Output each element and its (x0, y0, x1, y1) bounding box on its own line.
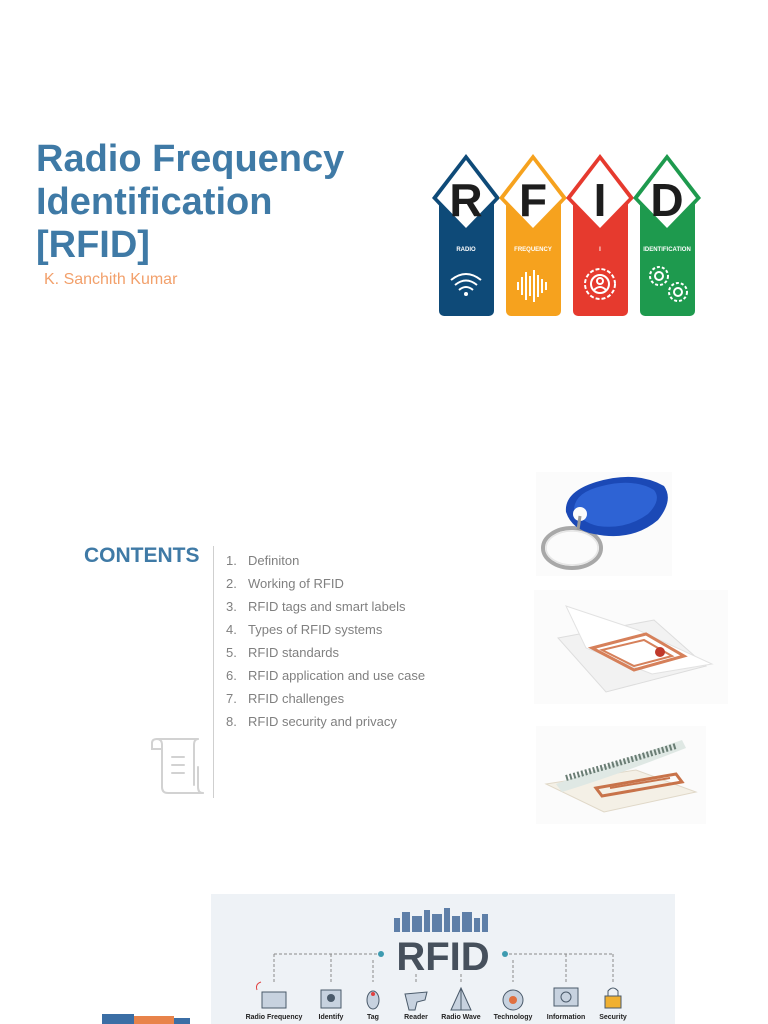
reader-icon (404, 991, 428, 1011)
contents-divider (213, 546, 214, 798)
label-tag: Tag (367, 1014, 379, 1021)
rfid-inlay-label-image (536, 726, 706, 824)
decorative-block-blue (102, 1014, 134, 1024)
label-information: Information (547, 1014, 586, 1021)
logo-label-radio: RADIO (456, 247, 476, 253)
logo-label-i: I (599, 247, 601, 253)
contents-item: 2.Working of RFID (226, 576, 344, 591)
label-identify: Identify (319, 1014, 344, 1021)
decorative-block-orange (134, 1016, 174, 1024)
information-icon (553, 987, 579, 1007)
gears-icon (649, 266, 688, 302)
rfid-logo-column-f: F FREQUENCY (499, 154, 567, 316)
radio-frequency-icon (256, 981, 287, 1009)
contents-item: 6.RFID application and use case (226, 668, 426, 683)
wifi-icon (450, 273, 482, 296)
logo-letter-i: I (594, 174, 607, 226)
contents-item: 5.RFID standards (226, 645, 340, 660)
infographic-title: RFID (396, 935, 489, 979)
contents-item: 1.Definiton (226, 553, 300, 568)
title-line-1: Radio Frequency (36, 138, 345, 180)
label-radio-frequency: Radio Frequency (246, 1014, 303, 1021)
scroll-document-icon (151, 738, 204, 794)
building-skyline-icon (394, 908, 488, 932)
contents-item: 7.RFID challenges (226, 691, 345, 706)
technology-icon (502, 989, 524, 1011)
label-security: Security (599, 1014, 627, 1021)
title-line-3: [RFID] (36, 224, 150, 266)
contents-heading: CONTENTS (84, 544, 200, 567)
rfid-logo-column-r: R RADIO (432, 154, 500, 316)
contents-item: 4.Types of RFID systems (226, 622, 383, 637)
rfid-logo: R RADIO F FREQUENCY I I (432, 154, 701, 316)
label-radio-wave: Radio Wave (441, 1014, 481, 1021)
logo-label-frequency: FREQUENCY (514, 247, 552, 253)
rfid-infographic: RFID Radio Frequency Identify Tag Reader… (246, 908, 627, 1021)
decorative-block-blue-small (174, 1018, 190, 1024)
soundwave-icon (517, 270, 547, 302)
logo-label-identification: IDENTIFICATION (643, 247, 691, 253)
security-icon (604, 987, 622, 1009)
radio-wave-icon (450, 986, 472, 1011)
rfid-logo-column-d: D IDENTIFICATION (633, 154, 701, 316)
person-gear-icon (584, 268, 616, 300)
logo-letter-r: R (449, 174, 482, 226)
rfid-infographic-banner: RFID Radio Frequency Identify Tag Reader… (211, 894, 675, 1024)
identify-icon (320, 989, 342, 1009)
rfid-keyfob-image (536, 472, 672, 576)
tag-icon (366, 990, 380, 1010)
logo-letter-d: D (650, 174, 683, 226)
rfid-logo-column-i: I I (566, 154, 634, 316)
rfid-smart-label-image (534, 590, 728, 704)
contents-list: 1.Definiton 2.Working of RFID 3.RFID tag… (226, 552, 425, 736)
contents-item: 8.RFID security and privacy (226, 714, 397, 729)
label-technology: Technology (494, 1014, 533, 1021)
author-name: K. Sanchith Kumar (44, 271, 178, 288)
contents-item: 3.RFID tags and smart labels (226, 599, 406, 614)
logo-letter-f: F (519, 174, 547, 226)
title-line-2: Identification (36, 181, 273, 223)
presentation-title: Radio Frequency Identification [RFID] (36, 138, 396, 267)
label-reader: Reader (404, 1014, 428, 1021)
